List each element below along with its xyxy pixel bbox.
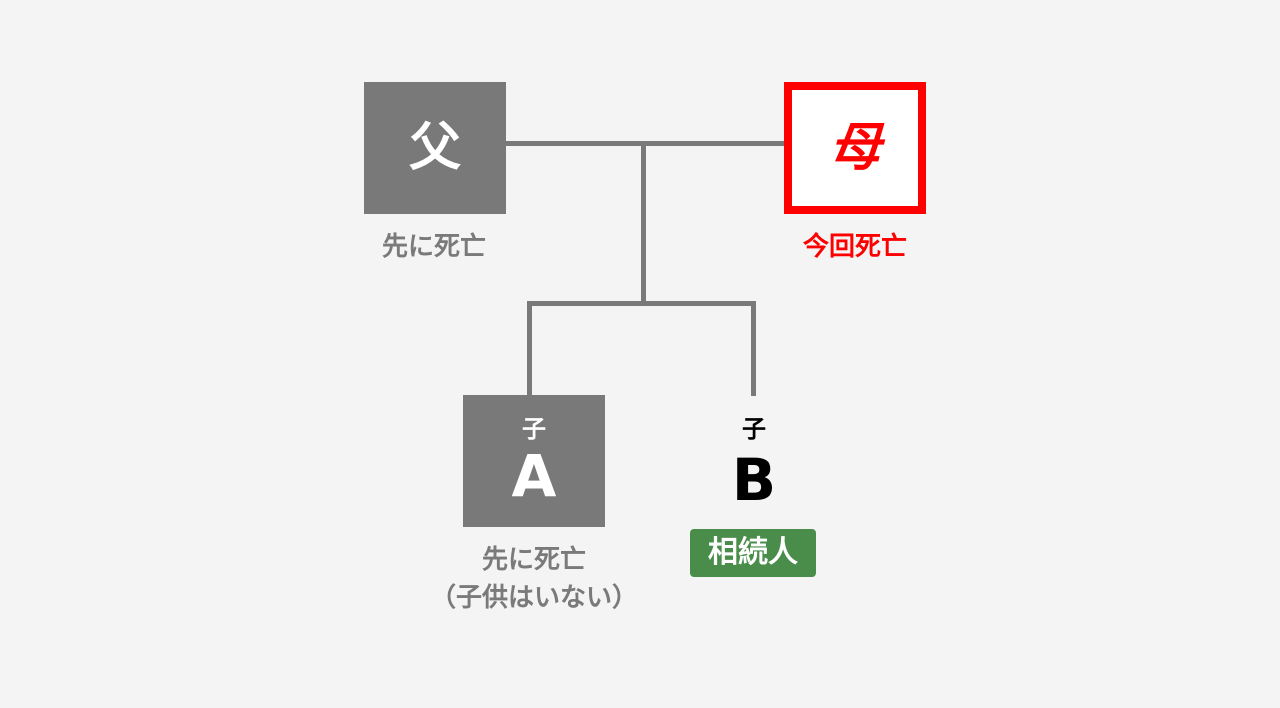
mother-box: 母 (784, 82, 926, 214)
child-a-status-line1: 先に死亡 (481, 545, 586, 575)
father-box: 父 (364, 82, 506, 214)
child-a-role: 子 (522, 415, 546, 443)
child-a-name: A (511, 442, 557, 510)
child-b-role: 子 (742, 415, 766, 443)
heir-badge: 相続人 (690, 529, 816, 577)
child-a-status-line2: （子供はいない） (429, 583, 638, 613)
child-a-drop-line (527, 301, 532, 396)
child-b-node: 子 B (694, 417, 814, 509)
child-a-box: 子 A (463, 395, 605, 527)
child-b-name: B (731, 446, 777, 514)
children-bar (527, 301, 756, 306)
mother-name: 母 (828, 118, 881, 178)
descent-line (641, 141, 646, 305)
child-b-drop-line (751, 301, 756, 396)
father-status: 先に死亡 (381, 232, 486, 262)
father-name: 父 (408, 118, 461, 178)
mother-status: 今回死亡 (802, 232, 907, 262)
